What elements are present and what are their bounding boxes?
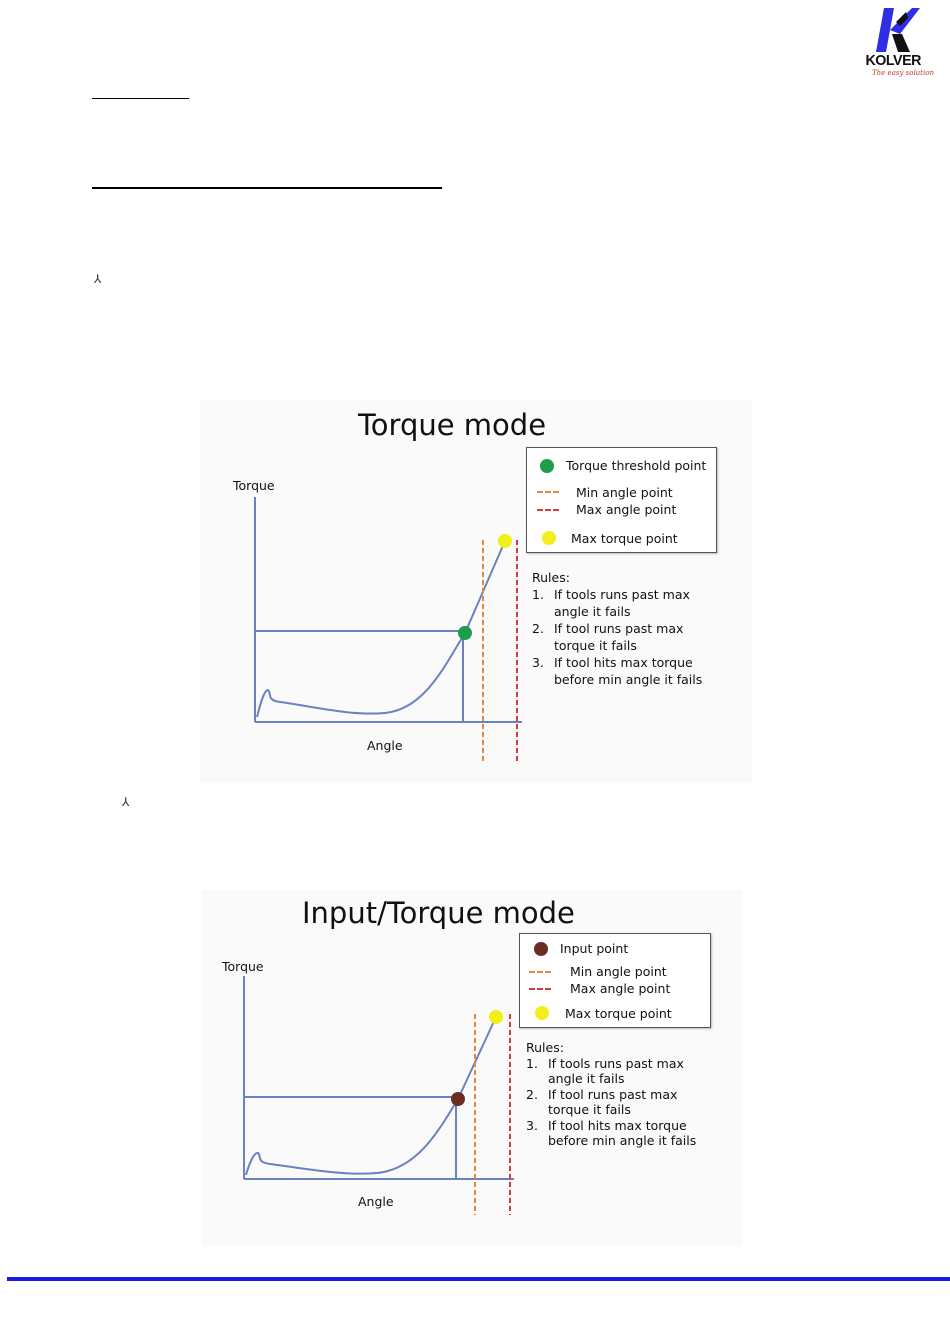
rule-number: 1. — [526, 1055, 538, 1071]
yellow-dot-icon — [542, 531, 556, 545]
y-axis-label: Torque — [233, 478, 275, 493]
legend-label-min-angle: Min angle point — [570, 964, 667, 979]
torque-curve — [256, 540, 506, 718]
legend-box: Torque threshold point Min angle point M… — [526, 447, 717, 553]
max-torque-point — [489, 1010, 503, 1024]
rules-heading: Rules: — [526, 1040, 564, 1055]
torque-mode-diagram — [254, 497, 522, 762]
rule-number: 3. — [532, 655, 544, 670]
rule-number: 2. — [526, 1086, 538, 1102]
kolver-logo: KOLVER The easy solution — [862, 8, 934, 80]
rule-text: If tool hits max torque — [548, 1117, 687, 1133]
brown-dot-icon — [534, 942, 548, 956]
rule-item: 3. If tool hits max torque before min ang… — [532, 654, 742, 688]
orange-dash-icon — [537, 491, 559, 493]
rule-text: If tool runs past max — [548, 1086, 678, 1102]
legend-label-max-angle: Max angle point — [576, 502, 677, 517]
logo-tagline: The easy solution — [872, 69, 934, 77]
rule-item: 1. If tools runs past max angle it fails — [532, 586, 742, 620]
yellow-dot-icon — [535, 1006, 549, 1020]
orange-dash-icon — [529, 971, 551, 973]
logo-brand-text: KOLVER — [865, 52, 921, 69]
bullet-marker: ⅄ — [94, 272, 102, 286]
rule-text: If tool hits max torque — [554, 655, 693, 670]
legend-label-min-angle: Min angle point — [576, 485, 673, 500]
green-dot-icon — [540, 459, 554, 473]
rule-text: torque it fails — [548, 1102, 631, 1117]
input-torque-mode-figure: Input/Torque mode Torque Angle Input poi… — [202, 890, 742, 1245]
rule-number: 1. — [532, 587, 544, 602]
red-dash-icon — [529, 988, 551, 990]
rules-heading: Rules: — [532, 570, 570, 585]
heading-underline-short — [92, 98, 189, 99]
input-torque-mode-diagram — [243, 976, 514, 1215]
rule-number: 3. — [526, 1117, 538, 1133]
figure-title: Torque mode — [358, 408, 547, 442]
legend-box: Input point Min angle point Max angle po… — [519, 933, 711, 1028]
rules-list: Rules: 1. If tools runs past max angle it… — [532, 569, 742, 688]
rule-text: angle it fails — [548, 1071, 625, 1086]
rule-text: If tools runs past max — [548, 1055, 684, 1071]
x-axis-label: Angle — [358, 1194, 394, 1209]
heading-underline-long — [92, 187, 442, 189]
legend-label-input: Input point — [560, 941, 629, 956]
footer-divider — [7, 1277, 950, 1281]
torque-mode-figure: Torque mode Torque Angle Torque threshol… — [200, 400, 752, 783]
legend-label-max-angle: Max angle point — [570, 981, 671, 996]
red-dash-icon — [537, 509, 559, 511]
legend-label-max-torque: Max torque point — [571, 531, 678, 546]
input-point — [451, 1092, 465, 1106]
legend-label-max-torque: Max torque point — [565, 1006, 672, 1021]
rule-text: angle it fails — [554, 604, 631, 619]
legend-label-threshold: Torque threshold point — [566, 458, 707, 473]
rule-text: If tool runs past max — [554, 621, 684, 636]
y-axis-label: Torque — [222, 959, 264, 974]
figure-title: Input/Torque mode — [302, 896, 575, 930]
rule-text: before min angle it fails — [548, 1133, 697, 1148]
rule-item: 2. If tool runs past max torque it fails — [532, 620, 742, 654]
x-axis-label: Angle — [367, 738, 403, 753]
rule-text: If tools runs past max — [554, 587, 690, 602]
rule-number: 2. — [532, 621, 544, 636]
torque-threshold-point — [458, 626, 472, 640]
max-torque-point — [498, 534, 512, 548]
bullet-marker: ⅄ — [122, 795, 130, 809]
rule-text: torque it fails — [554, 638, 637, 653]
kolver-k-mark-icon — [876, 8, 920, 52]
torque-curve — [245, 1016, 497, 1176]
rule-text: before min angle it fails — [554, 672, 703, 687]
